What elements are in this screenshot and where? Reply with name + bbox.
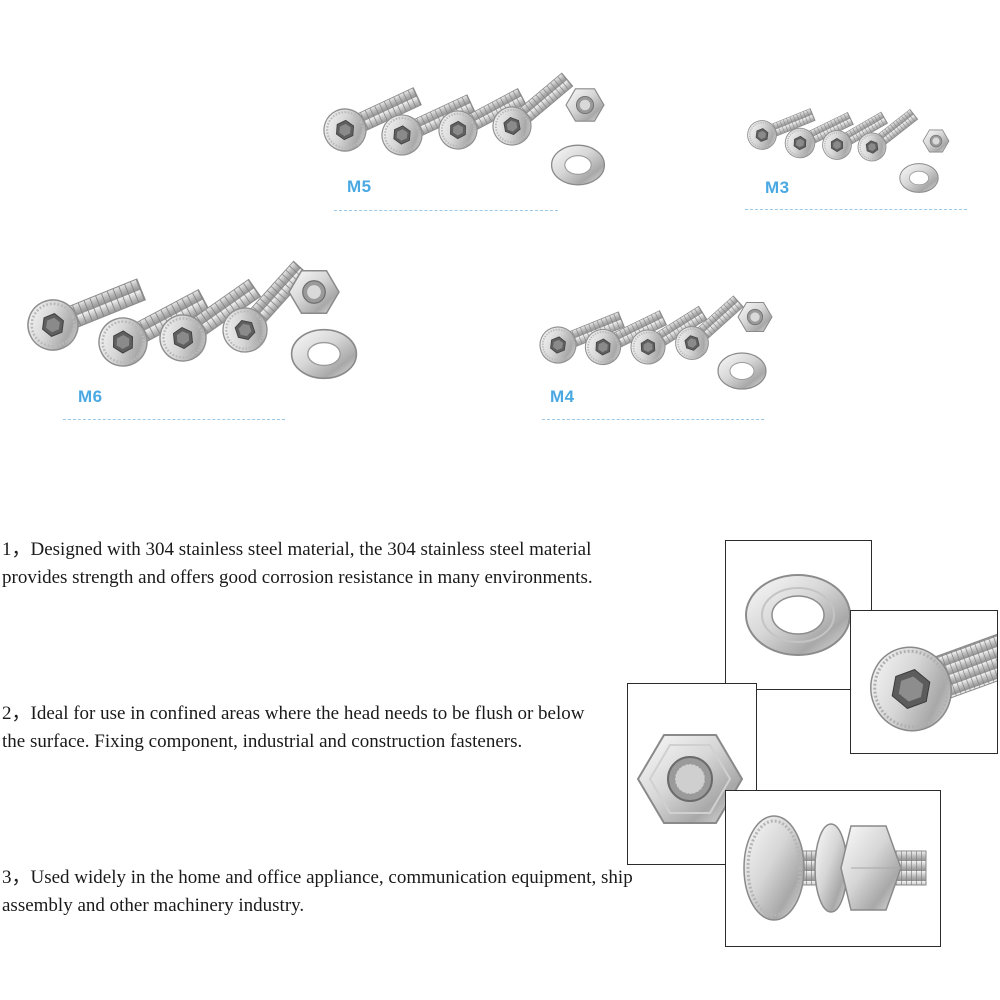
m6-underline	[63, 419, 285, 420]
m4-washer	[717, 352, 767, 390]
m4-underline	[542, 419, 764, 420]
photo-bolt-head	[850, 610, 998, 754]
size-group-m4: M4	[530, 265, 790, 425]
size-label-m5: M5	[347, 177, 372, 196]
size-label-m6: M6	[78, 387, 103, 406]
hex-nut-icon	[636, 734, 744, 824]
size-label-m4: M4	[550, 387, 575, 406]
m6-washer	[290, 328, 358, 380]
m3-nut	[922, 129, 950, 153]
bolt-washer-nut-assembly-icon	[743, 815, 927, 921]
feature-text-3: 3，Used widely in the home and office app…	[2, 867, 633, 916]
m5-washer	[550, 144, 606, 186]
size-group-m5: M5	[316, 40, 606, 215]
m3-washer	[899, 163, 939, 193]
size-group-m3: M3	[740, 55, 980, 215]
socket-head-cap-screw-icon	[870, 628, 997, 732]
m6-hardware-illustration	[19, 252, 358, 380]
size-group-m6: M6	[18, 250, 368, 425]
m5-nut	[565, 88, 605, 122]
m5-underline	[334, 210, 558, 211]
m3-underline	[745, 209, 967, 210]
photo-washer	[725, 540, 872, 690]
photo-assembly	[725, 790, 941, 947]
feature-text-2: 2，Ideal for use in confined areas where …	[2, 703, 585, 752]
size-label-m3: M3	[765, 178, 790, 197]
flat-washer-icon	[745, 574, 851, 656]
feature-text-1: 1，Designed with 304 stainless steel mate…	[2, 539, 593, 588]
